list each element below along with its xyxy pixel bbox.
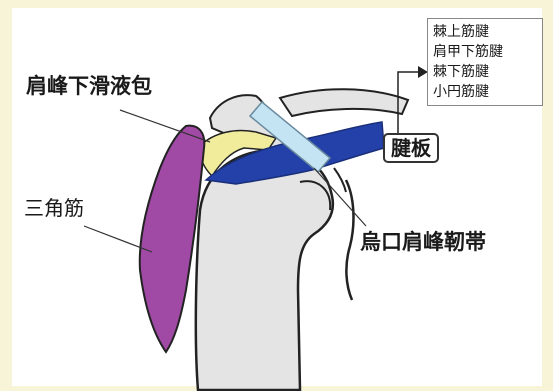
list-item: 小円筋腱 bbox=[433, 82, 537, 102]
rotator-cuff-tendon-label: 腱板 bbox=[383, 133, 439, 163]
bursa-leader-line bbox=[120, 110, 210, 142]
subacromial-bursa-label: 肩峰下滑液包 bbox=[26, 76, 152, 97]
rotator-cuff-muscle-list: 棘上筋腱 肩甲下筋腱 棘下筋腱 小円筋腱 bbox=[427, 18, 543, 106]
list-item: 肩甲下筋腱 bbox=[433, 42, 537, 62]
clavicle-shape bbox=[280, 89, 408, 116]
list-item: 棘下筋腱 bbox=[433, 62, 537, 82]
scapula-shape bbox=[346, 180, 353, 300]
deltoid-label: 三角筋 bbox=[24, 198, 84, 218]
list-item: 棘上筋腱 bbox=[433, 22, 537, 42]
humerus-shape bbox=[196, 150, 333, 390]
coracoacromial-ligament-label: 烏口肩峰靭帯 bbox=[360, 232, 486, 253]
scapula-edge bbox=[334, 168, 346, 192]
